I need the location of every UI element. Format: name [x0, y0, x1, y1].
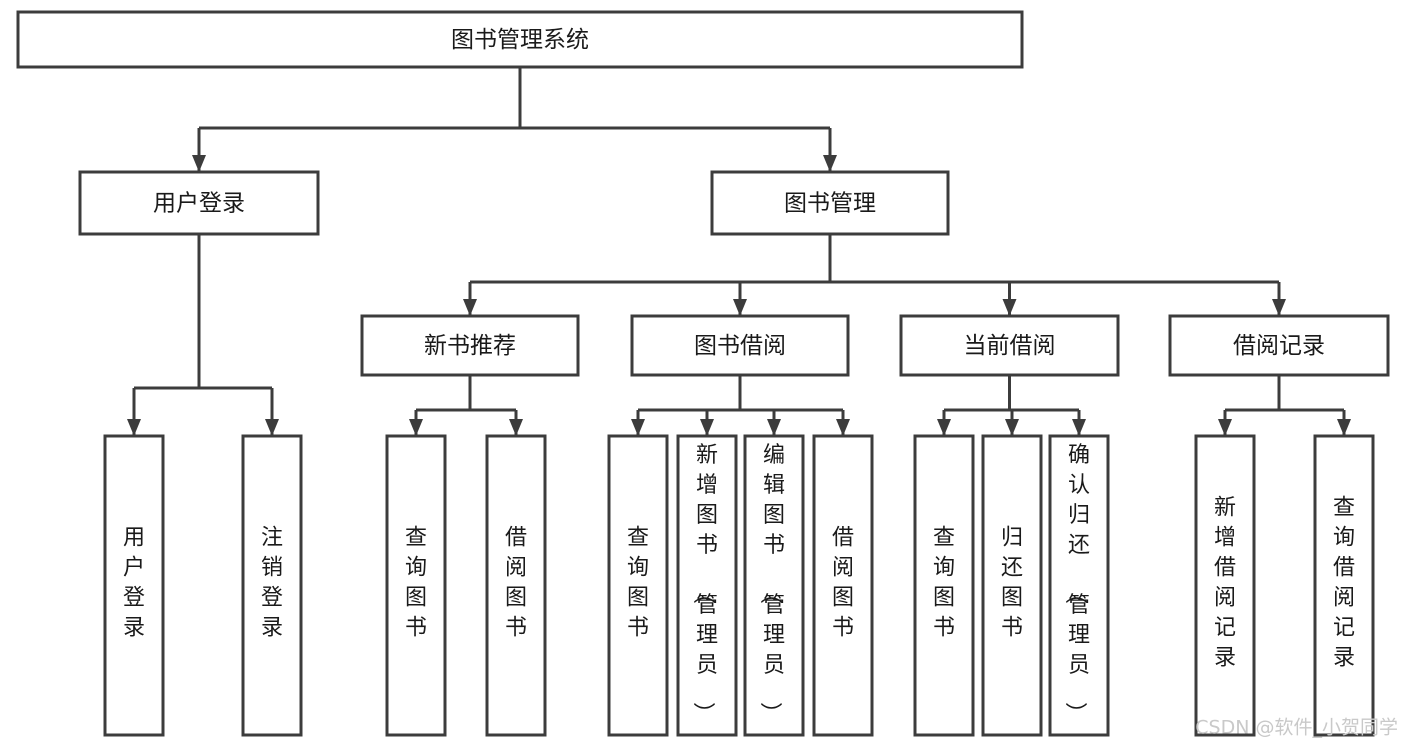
node-label: 用户登录: [123, 526, 145, 641]
node-box: [630, 314, 850, 377]
node-leaf-add-book[interactable]: 新增图书（管理员）: [676, 434, 738, 737]
node-label: 查询图书: [627, 526, 649, 641]
node-box: [1168, 314, 1390, 377]
node-box: [607, 434, 669, 737]
node-label: 确认归还（管理员）: [1062, 443, 1090, 724]
node-leaf-borrow-book[interactable]: 借阅图书: [812, 434, 874, 737]
node-leaf-query-borrow-record[interactable]: 查询借阅记录: [1313, 434, 1375, 737]
node-leaf-return-book[interactable]: 归还图书: [981, 434, 1043, 737]
arrow-head: [409, 419, 423, 436]
node-box: [1048, 434, 1110, 737]
node-box: [710, 170, 950, 236]
node-label: 图书借阅: [694, 333, 786, 359]
node-label: 查询图书: [933, 526, 955, 641]
arrow-head: [192, 155, 206, 172]
node-box: [16, 10, 1024, 69]
node-leaf-query-book-borrow[interactable]: 查询图书: [607, 434, 669, 737]
node-leaf-confirm-return[interactable]: 确认归还（管理员）: [1048, 434, 1110, 737]
arrow-head: [509, 419, 523, 436]
node-leaf-add-borrow-record[interactable]: 新增借阅记录: [1194, 434, 1256, 737]
node-box: [103, 434, 165, 737]
arrow-head: [836, 419, 850, 436]
arrow-head: [463, 299, 477, 316]
arrow-head: [1272, 299, 1286, 316]
node-box: [1194, 434, 1256, 737]
node-leaf-borrow-book-recommend[interactable]: 借阅图书: [485, 434, 547, 737]
node-box: [913, 434, 975, 737]
arrow-head: [1218, 419, 1232, 436]
node-label: 借阅记录: [1233, 333, 1325, 359]
node-label: 新增借阅记录: [1214, 496, 1236, 671]
node-label: 新增图书（管理员）: [690, 443, 718, 724]
node-label: 用户登录: [153, 191, 245, 217]
node-box: [360, 314, 580, 377]
csdn-watermark: CSDN @软件_小贺同学: [1195, 717, 1398, 739]
node-box: [485, 434, 547, 737]
arrow-head: [937, 419, 951, 436]
node-label: 注销登录: [261, 526, 283, 641]
arrow-head: [631, 419, 645, 436]
node-borrow-record[interactable]: 借阅记录: [1168, 314, 1390, 377]
arrow-head: [767, 419, 781, 436]
arrow-head: [265, 419, 279, 436]
connector-layer: [127, 67, 1351, 436]
node-box: [241, 434, 303, 737]
node-box: [78, 170, 320, 236]
node-box: [1313, 434, 1375, 737]
arrow-head: [1337, 419, 1351, 436]
node-label: 新书推荐: [424, 333, 516, 359]
node-book-management[interactable]: 图书管理: [710, 170, 950, 236]
node-user-login[interactable]: 用户登录: [78, 170, 320, 236]
node-box: [676, 434, 738, 737]
node-box: [812, 434, 874, 737]
arrow-head: [1002, 299, 1017, 316]
node-label: 图书管理: [784, 191, 876, 217]
arrow-head: [823, 155, 837, 172]
node-root[interactable]: 图书管理系统: [16, 10, 1024, 69]
node-leaf-edit-book[interactable]: 编辑图书（管理员）: [743, 434, 805, 737]
node-label: 借阅图书: [832, 526, 854, 641]
node-box: [385, 434, 447, 737]
node-label: 当前借阅: [964, 333, 1056, 359]
node-leaf-query-book-recommend[interactable]: 查询图书: [385, 434, 447, 737]
arrow-head: [1072, 419, 1086, 436]
node-label: 借阅图书: [505, 526, 527, 641]
node-leaf-user-login[interactable]: 用户登录: [103, 434, 165, 737]
arrow-head: [700, 419, 714, 436]
node-leaf-logout[interactable]: 注销登录: [241, 434, 303, 737]
node-layer: 图书管理系统用户登录图书管理新书推荐图书借阅当前借阅借阅记录用户登录注销登录查询…: [16, 10, 1390, 737]
arrow-head: [127, 419, 141, 436]
arrow-head: [733, 299, 747, 316]
node-box: [981, 434, 1043, 737]
node-new-book-recommend[interactable]: 新书推荐: [360, 314, 580, 377]
node-leaf-query-book-current[interactable]: 查询图书: [913, 434, 975, 737]
arrow-head: [1005, 419, 1019, 436]
node-label: 查询图书: [405, 526, 427, 641]
node-book-borrow[interactable]: 图书借阅: [630, 314, 850, 377]
node-current-borrow[interactable]: 当前借阅: [899, 314, 1120, 377]
node-box: [899, 314, 1120, 377]
node-label: 归还图书: [1001, 526, 1023, 641]
node-label: 查询借阅记录: [1333, 496, 1355, 671]
node-label: 编辑图书（管理员）: [757, 443, 785, 724]
node-box: [743, 434, 805, 737]
node-label: 图书管理系统: [451, 27, 589, 53]
